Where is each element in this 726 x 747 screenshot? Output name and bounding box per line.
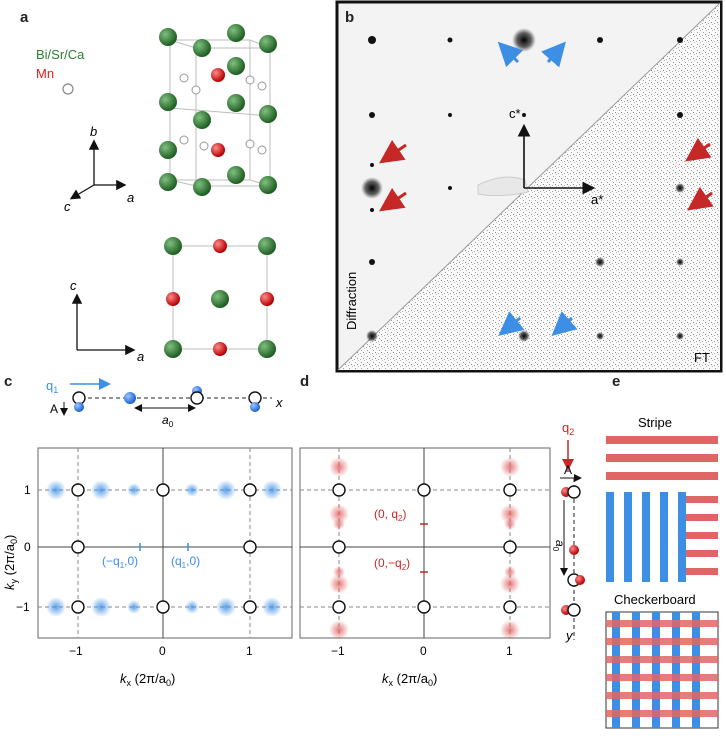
c-minus-q1-label: (−q1,0) — [102, 554, 138, 570]
crystal-3d-atoms — [159, 24, 277, 196]
axis-a-star-label: a* — [591, 192, 603, 207]
c-blue-peaks — [46, 480, 282, 617]
d-amplitude-label: A — [564, 463, 572, 477]
checkerboard-title: Checkerboard — [614, 592, 696, 607]
c-a0-label: a0 — [162, 413, 174, 429]
d-xlabel: kx (2π/a0) — [382, 671, 437, 688]
d-xtick-0: 0 — [420, 644, 427, 658]
red-arrows — [379, 137, 714, 212]
panel-c: c q1 x A a0 — [2, 373, 293, 688]
c-ytick-1: 1 — [24, 483, 31, 497]
crystal-3d — [169, 39, 271, 187]
axis-b-label: b — [90, 124, 97, 139]
diffraction-label: Diffraction — [344, 272, 359, 330]
checkerboard-pattern — [605, 611, 719, 729]
d-minus-q2-label: (0,−q2) — [374, 556, 410, 572]
c-ytick-minus1: −1 — [16, 600, 30, 614]
panel-d-label: d — [300, 373, 309, 390]
c-plus-q1-label: (q1,0) — [171, 554, 200, 570]
axis-2d-a-label: a — [137, 349, 144, 364]
axes-3d: b a c — [64, 124, 134, 214]
d-xtick-1: 1 — [506, 644, 513, 658]
panel-e-label: e — [612, 373, 620, 390]
blue-arrows — [497, 41, 578, 336]
axis-c-label: c — [64, 199, 71, 214]
legend-mn: Mn — [36, 66, 54, 81]
c-bragg-circles — [71, 483, 257, 614]
ft-label: FT — [694, 350, 710, 365]
axis-2d-c-label: c — [70, 278, 77, 293]
c-xtick-minus1: −1 — [69, 644, 83, 658]
c-amplitude-label: A — [50, 402, 58, 416]
crystal-2d — [164, 237, 276, 358]
panel-d: d (0, q — [299, 373, 585, 688]
c-xtick-0: 0 — [159, 644, 166, 658]
axis-a-label: a — [127, 190, 134, 205]
legend-bi-sr-ca: Bi/Sr/Ca — [36, 47, 85, 62]
panel-b: b c* a* — [335, 0, 723, 373]
stripe-title: Stripe — [638, 415, 672, 430]
x-axis-schematic: x — [275, 395, 283, 410]
d-a0-label: a0 — [551, 540, 567, 552]
beam-stop — [477, 176, 529, 197]
d-plus-q2-label: (0, q2) — [374, 507, 406, 523]
q2-label: q2 — [562, 420, 574, 437]
panel-a: a Bi/Sr/Ca Mn b a c — [20, 9, 277, 364]
panel-b-label: b — [345, 9, 354, 26]
q1-label: q1 — [46, 378, 58, 395]
d-xtick-minus1: −1 — [331, 644, 345, 658]
stripe-pattern — [606, 436, 718, 582]
panel-a-label: a — [20, 9, 29, 26]
axes-2d: c a — [70, 278, 144, 364]
c-ylabel: ky (2π/a0) — [2, 535, 19, 590]
d-bragg-circles — [332, 483, 517, 614]
y-axis-schematic: y — [565, 628, 574, 643]
legend-vacancy-circle — [62, 83, 74, 95]
panel-c-label: c — [4, 373, 12, 390]
c-xlabel: kx (2π/a0) — [120, 671, 175, 688]
axis-c-star-label: c* — [509, 106, 521, 121]
c-ytick-0: 0 — [24, 540, 31, 554]
d-red-peaks — [329, 457, 520, 640]
c-xtick-1: 1 — [246, 644, 253, 658]
panel-e: e Stripe Checkerboard — [605, 373, 719, 729]
